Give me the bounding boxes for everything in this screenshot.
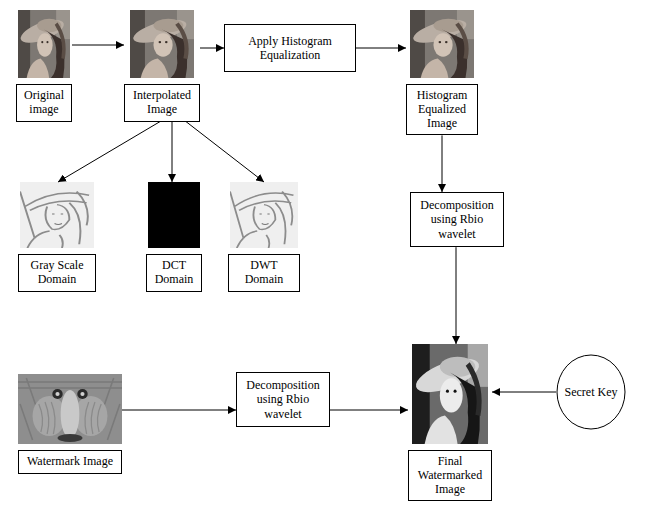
arrow-connector bbox=[356, 48, 406, 49]
arrow-connector bbox=[456, 247, 457, 344]
caption-box: Original image bbox=[16, 84, 72, 122]
node-text: DCT Domain bbox=[151, 259, 197, 287]
caption-box: Watermark Image bbox=[18, 450, 122, 474]
grayscale-picture bbox=[20, 182, 94, 248]
node-text: Watermark Image bbox=[23, 455, 117, 469]
picture-space bbox=[406, 10, 478, 84]
picture-space bbox=[16, 10, 72, 84]
image-node: Histogram Equalized Image bbox=[406, 10, 478, 135]
image-node: Watermark Image bbox=[18, 374, 122, 474]
arrow-connector bbox=[172, 122, 173, 182]
arrow-connector bbox=[200, 48, 224, 49]
arrow-connector bbox=[72, 45, 124, 46]
node-text: Histogram Equalized Image bbox=[411, 89, 473, 130]
picture-space bbox=[228, 182, 300, 254]
original-picture bbox=[18, 10, 70, 78]
caption-box: Interpolated Image bbox=[124, 84, 200, 122]
picture-space bbox=[18, 374, 122, 450]
node-text: Final Watermarked Image bbox=[413, 455, 487, 496]
picture-space bbox=[18, 182, 96, 254]
key-ellipse: Secret Key bbox=[556, 354, 626, 430]
arrow-connector bbox=[58, 122, 160, 182]
image-node: Final Watermarked Image bbox=[408, 344, 492, 501]
process-box: Decomposition using Rbio wavelet bbox=[236, 372, 330, 427]
process-box: Decomposition using Rbio wavelet bbox=[410, 192, 504, 247]
picture-space bbox=[146, 182, 202, 254]
interpolated-picture bbox=[130, 10, 194, 78]
image-node: Gray Scale Domain bbox=[18, 182, 96, 292]
ellipse-shape bbox=[557, 355, 625, 429]
arrow-connector bbox=[492, 392, 556, 393]
image-node: Interpolated Image bbox=[124, 10, 200, 122]
process-box: Apply Histogram Equalization bbox=[224, 24, 356, 72]
dct-picture bbox=[148, 182, 200, 248]
caption-box: DCT Domain bbox=[146, 254, 202, 292]
caption-box: Histogram Equalized Image bbox=[406, 84, 478, 135]
image-node: Original image bbox=[16, 10, 72, 122]
arrow-connector bbox=[442, 135, 443, 192]
node-text: Decomposition using Rbio wavelet bbox=[243, 378, 323, 421]
node-text: Secret Key bbox=[565, 385, 618, 399]
node-text: Original image bbox=[21, 89, 67, 117]
caption-box: Final Watermarked Image bbox=[408, 450, 492, 501]
node-text: Interpolated Image bbox=[129, 89, 195, 117]
picture-space bbox=[124, 10, 200, 84]
equalized-picture bbox=[410, 10, 474, 78]
arrow-connector bbox=[122, 410, 236, 411]
dwt-picture bbox=[230, 182, 298, 248]
caption-box: DWT Domain bbox=[228, 254, 300, 292]
image-node: DCT Domain bbox=[146, 182, 202, 292]
node-text: DWT Domain bbox=[233, 259, 295, 287]
image-node: DWT Domain bbox=[228, 182, 300, 292]
arrow-connector bbox=[186, 122, 264, 182]
node-text: Apply Histogram Equalization bbox=[231, 34, 349, 63]
watermark-picture bbox=[18, 374, 122, 444]
arrow-connector bbox=[330, 410, 408, 411]
node-text: Decomposition using Rbio wavelet bbox=[417, 198, 497, 241]
caption-box: Gray Scale Domain bbox=[18, 254, 96, 292]
picture-space bbox=[408, 344, 492, 450]
node-text: Gray Scale Domain bbox=[23, 259, 91, 287]
watermarked-picture bbox=[412, 344, 488, 444]
